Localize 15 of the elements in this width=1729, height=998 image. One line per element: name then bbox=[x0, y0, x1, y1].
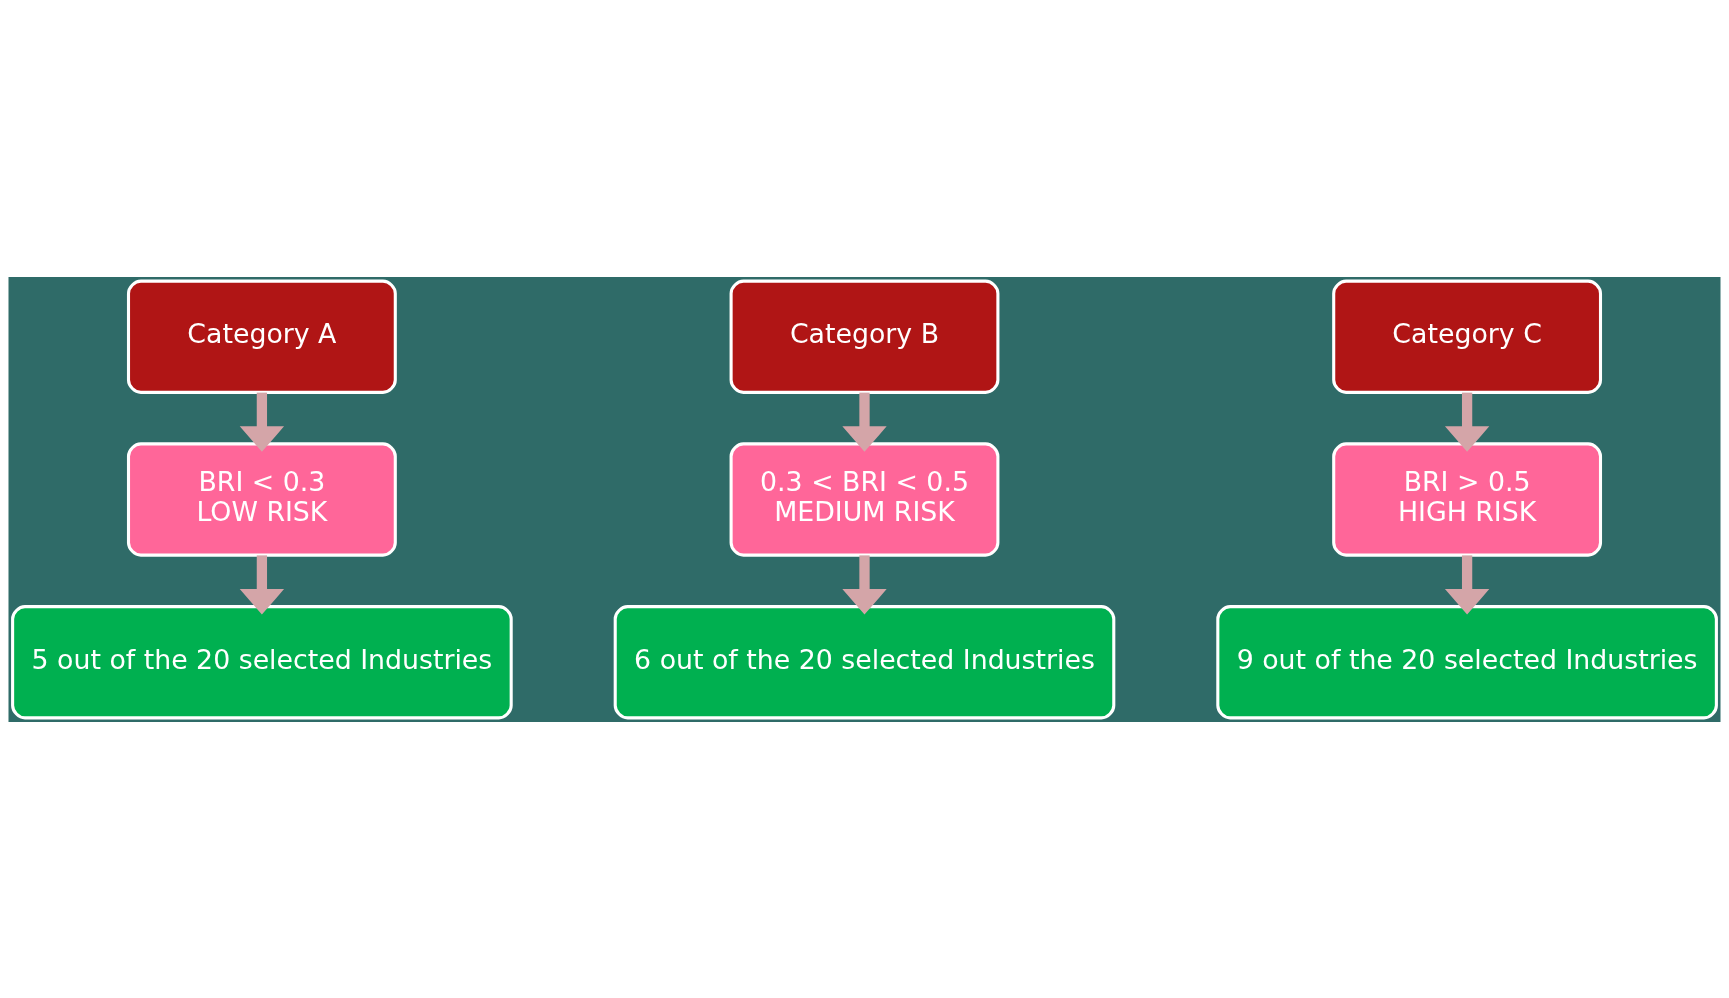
node-box: 0.3 < BRI < 0.5 MEDIUM RISK bbox=[729, 441, 1000, 557]
node-box: BRI < 0.3 LOW RISK bbox=[126, 441, 397, 557]
node-box: 6 out of the 20 selected Industries bbox=[613, 604, 1116, 719]
node-box: 9 out of the 20 selected Industries bbox=[1216, 604, 1718, 719]
node-box: 5 out of the 20 selected Industries bbox=[11, 604, 513, 719]
node-box: Category A bbox=[126, 279, 397, 394]
node-box: BRI > 0.5 HIGH RISK bbox=[1332, 441, 1603, 557]
arrow bbox=[239, 554, 285, 614]
arrow bbox=[842, 554, 887, 614]
node-box: Category C bbox=[1332, 279, 1603, 394]
node-box: Category B bbox=[729, 279, 1000, 394]
arrow bbox=[239, 392, 285, 452]
arrow bbox=[1444, 554, 1490, 614]
arrow bbox=[1444, 392, 1490, 452]
arrow bbox=[842, 392, 887, 452]
